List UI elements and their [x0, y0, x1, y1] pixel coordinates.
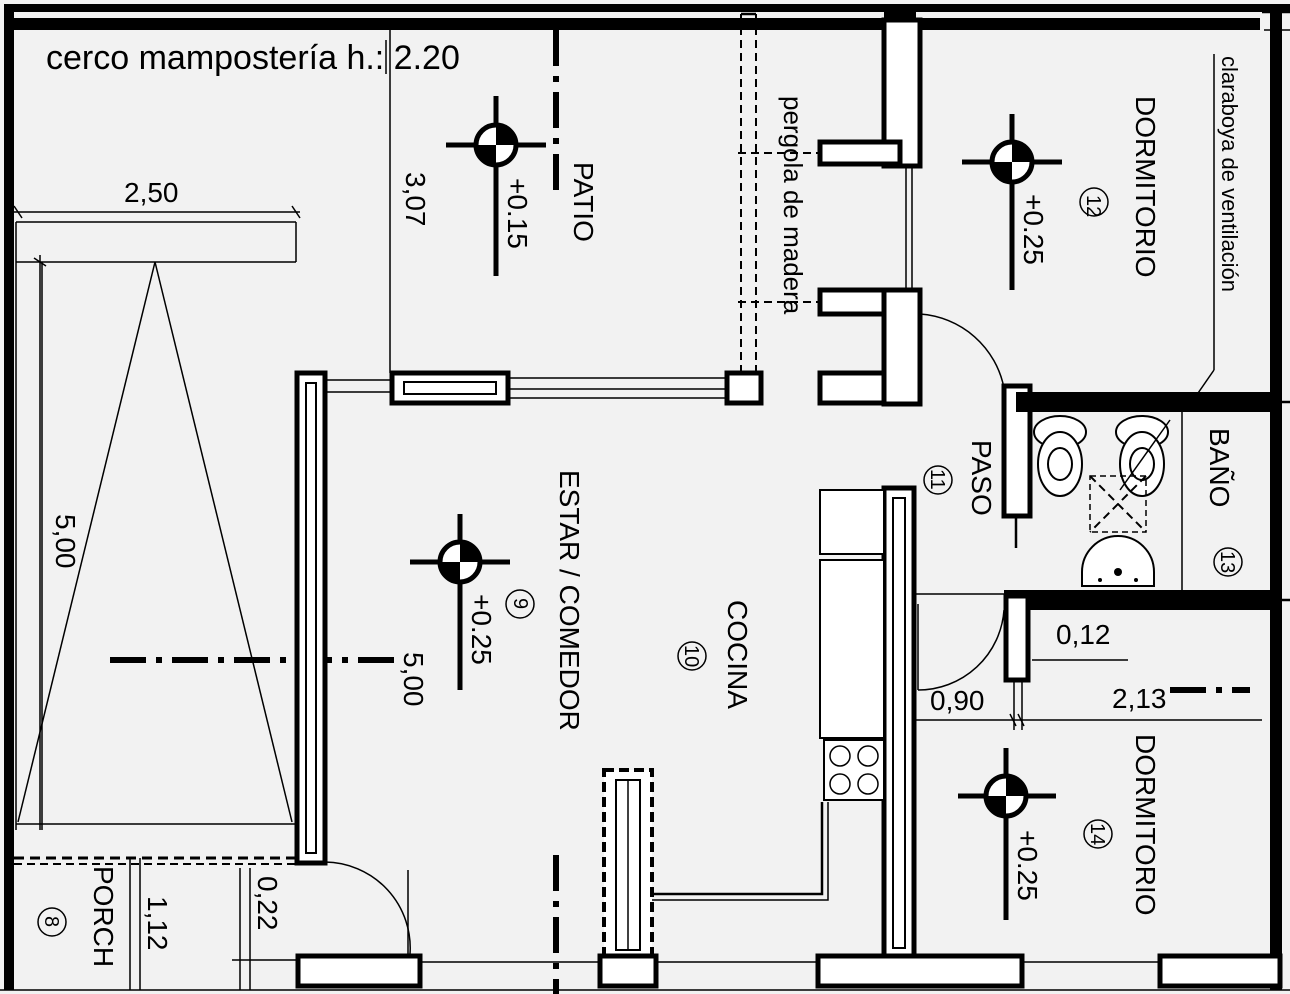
- room-label-bano: BAÑO: [1204, 428, 1235, 507]
- room-label-paso: PASO: [966, 440, 997, 516]
- room-number-dorm-top: 12: [1082, 195, 1104, 217]
- dim-wall-012: 0,12: [1056, 619, 1111, 650]
- fence-label: cerco mampostería h.: 2.20: [46, 39, 460, 77]
- level-marker-dorm-top: [962, 114, 1062, 290]
- outer-walls: [4, 4, 1290, 990]
- walls-dorm-top: [817, 17, 1005, 407]
- level-marker-dorm-bottom: [958, 748, 1056, 920]
- room-number-cocina: 10: [680, 645, 702, 667]
- level-marker-estar: [410, 514, 510, 690]
- shower-drain: [1089, 475, 1147, 533]
- dim-patio-depth: 3,07: [400, 172, 431, 227]
- room-label-cocina: COCINA: [722, 600, 753, 709]
- porch: [14, 856, 300, 990]
- dim-living-length: 5,00: [398, 652, 429, 707]
- room-number-bano: 13: [1216, 551, 1238, 573]
- room-number-dorm-bottom: 14: [1086, 823, 1108, 845]
- level-label-estar: +0.25: [466, 594, 497, 665]
- pergola-label: pergola de madera: [778, 96, 808, 315]
- dim-garage-length: 5,00: [50, 514, 81, 569]
- room-label-porch: PORCH: [88, 866, 119, 967]
- claraboya: [1195, 54, 1215, 397]
- toilet-1: [1033, 415, 1087, 497]
- level-label-dorm-bottom: +0.25: [1012, 830, 1043, 901]
- washbasin: [1081, 535, 1155, 587]
- bathroom-walls: [1001, 383, 1290, 610]
- walls-dorm-bottom: [916, 593, 1262, 730]
- room-number-porch: 8: [40, 916, 62, 927]
- bottom-walls: [0, 861, 1290, 991]
- garage-area: [13, 205, 301, 830]
- room-number-paso: 11: [926, 469, 948, 490]
- room-label-dorm-top: DORMITORIO: [1130, 96, 1161, 277]
- partition-wall: [602, 768, 654, 960]
- claraboya-label: claraboya de ventilación: [1217, 56, 1242, 292]
- room-label-patio: PATIO: [568, 162, 599, 242]
- kitchen: [636, 485, 917, 961]
- level-label-dorm-top: +0.25: [1018, 194, 1049, 265]
- room-number-estar: 9: [509, 598, 531, 609]
- dim-porch-112: 1,12: [142, 896, 173, 951]
- dim-garage-width: 2,50: [124, 177, 179, 208]
- wall-patio-living: [325, 30, 905, 406]
- pergola: [738, 12, 900, 372]
- room-number-badges: [37, 187, 1243, 937]
- level-label-patio: +0.15: [502, 178, 533, 249]
- dim-door-090: 0,90: [930, 685, 985, 716]
- room-label-dorm-bottom: DORMITORIO: [1130, 734, 1161, 915]
- room-label-estar: ESTAR / COMEDOR: [554, 470, 585, 731]
- toilet-2: [1115, 415, 1171, 497]
- dim-room-213: 2,13: [1112, 683, 1167, 714]
- dim-porch-022: 0,22: [252, 876, 283, 931]
- level-marker-patio: [446, 96, 546, 276]
